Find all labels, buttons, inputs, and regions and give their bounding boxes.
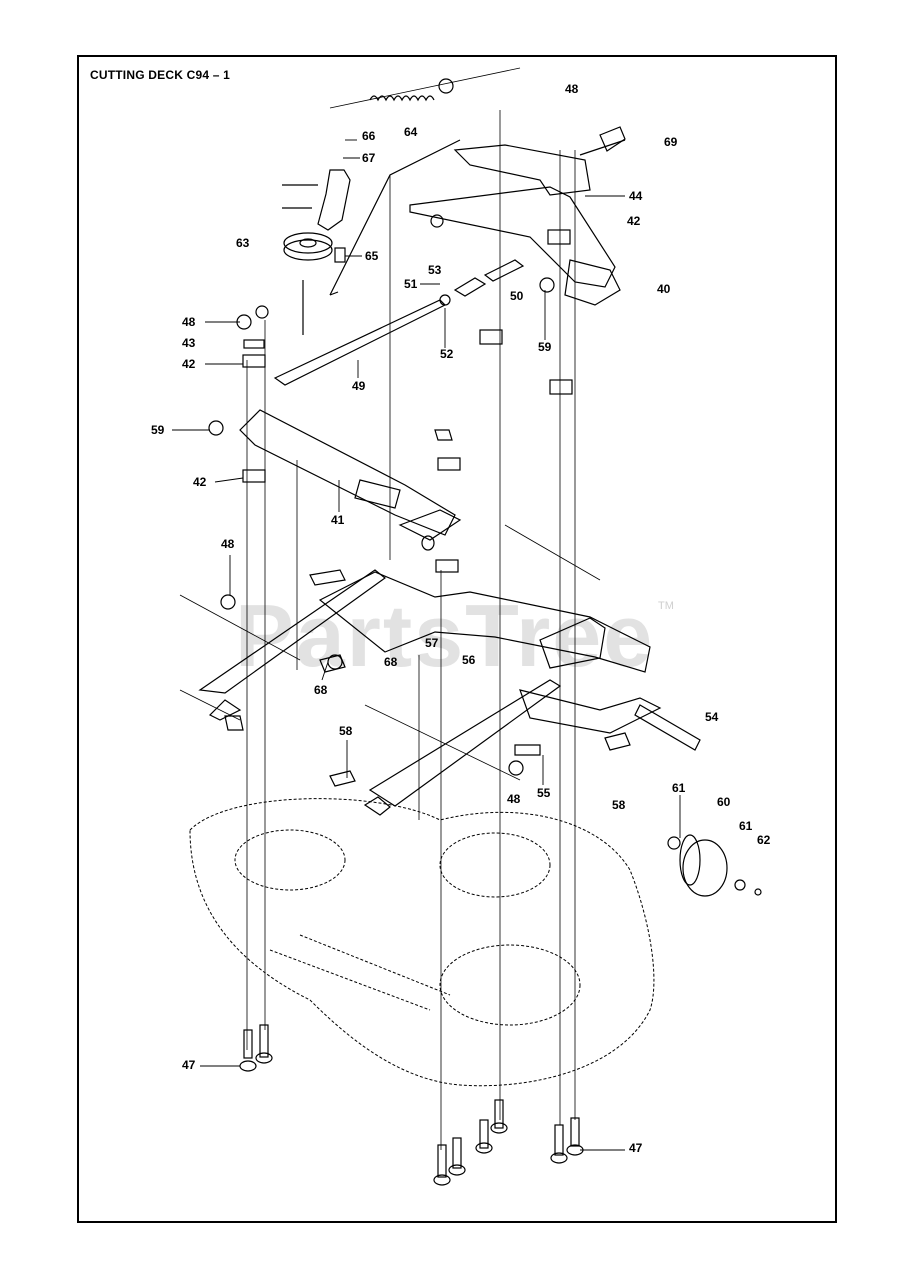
callout-51: 51 — [404, 277, 418, 291]
callout-41: 41 — [331, 513, 345, 527]
callout-69: 69 — [664, 135, 678, 149]
callout-48: 48 — [221, 537, 235, 551]
callout-54: 54 — [705, 710, 719, 724]
callout-53: 53 — [428, 263, 442, 277]
callout-64: 64 — [404, 125, 418, 139]
assembly-guide-lines — [179, 110, 601, 1150]
fastener-stack-part — [236, 305, 461, 573]
callout-62: 62 — [757, 833, 771, 847]
callout-48: 48 — [507, 792, 521, 806]
lift-bracket-part — [409, 126, 626, 395]
anti-scalp-roller-part — [667, 834, 762, 897]
callout-48: 48 — [182, 315, 196, 329]
lift-arm-part — [208, 409, 462, 551]
callout-58: 58 — [339, 724, 353, 738]
callout-66: 66 — [362, 129, 376, 143]
callout-55: 55 — [537, 786, 551, 800]
callout-60: 60 — [717, 795, 731, 809]
cutting-deck-housing — [189, 798, 655, 1087]
callout-47: 47 — [629, 1141, 643, 1155]
callout-42: 42 — [627, 214, 641, 228]
callout-61: 61 — [672, 781, 686, 795]
bolt-parts — [239, 1024, 584, 1186]
callout-42: 42 — [193, 475, 207, 489]
callout-61: 61 — [739, 819, 753, 833]
drawing-frame — [77, 55, 837, 1223]
callout-56: 56 — [462, 653, 476, 667]
watermark-trademark: TM — [658, 600, 674, 612]
callout-65: 65 — [365, 249, 379, 263]
callout-43: 43 — [182, 336, 196, 350]
callout-67: 67 — [362, 151, 376, 165]
callout-44: 44 — [629, 189, 643, 203]
callout-49: 49 — [352, 379, 366, 393]
callout-47: 47 — [182, 1058, 196, 1072]
lift-rod-part — [273, 259, 525, 386]
callout-leaders — [172, 139, 681, 1151]
callout-58: 58 — [612, 798, 626, 812]
spring-part — [329, 67, 521, 109]
callout-42: 42 — [182, 357, 196, 371]
callout-52: 52 — [440, 347, 454, 361]
page-title: CUTTING DECK C94 – 1 — [90, 68, 231, 82]
deck-frame-part — [198, 569, 701, 816]
callout-68: 68 — [314, 683, 328, 697]
callout-57: 57 — [425, 636, 439, 650]
callout-63: 63 — [236, 236, 250, 250]
callout-48: 48 — [565, 82, 579, 96]
callout-50: 50 — [510, 289, 524, 303]
callout-59: 59 — [538, 340, 552, 354]
pulley-arm-part — [282, 139, 461, 335]
callout-40: 40 — [657, 282, 671, 296]
callout-59: 59 — [151, 423, 165, 437]
callout-68: 68 — [384, 655, 398, 669]
